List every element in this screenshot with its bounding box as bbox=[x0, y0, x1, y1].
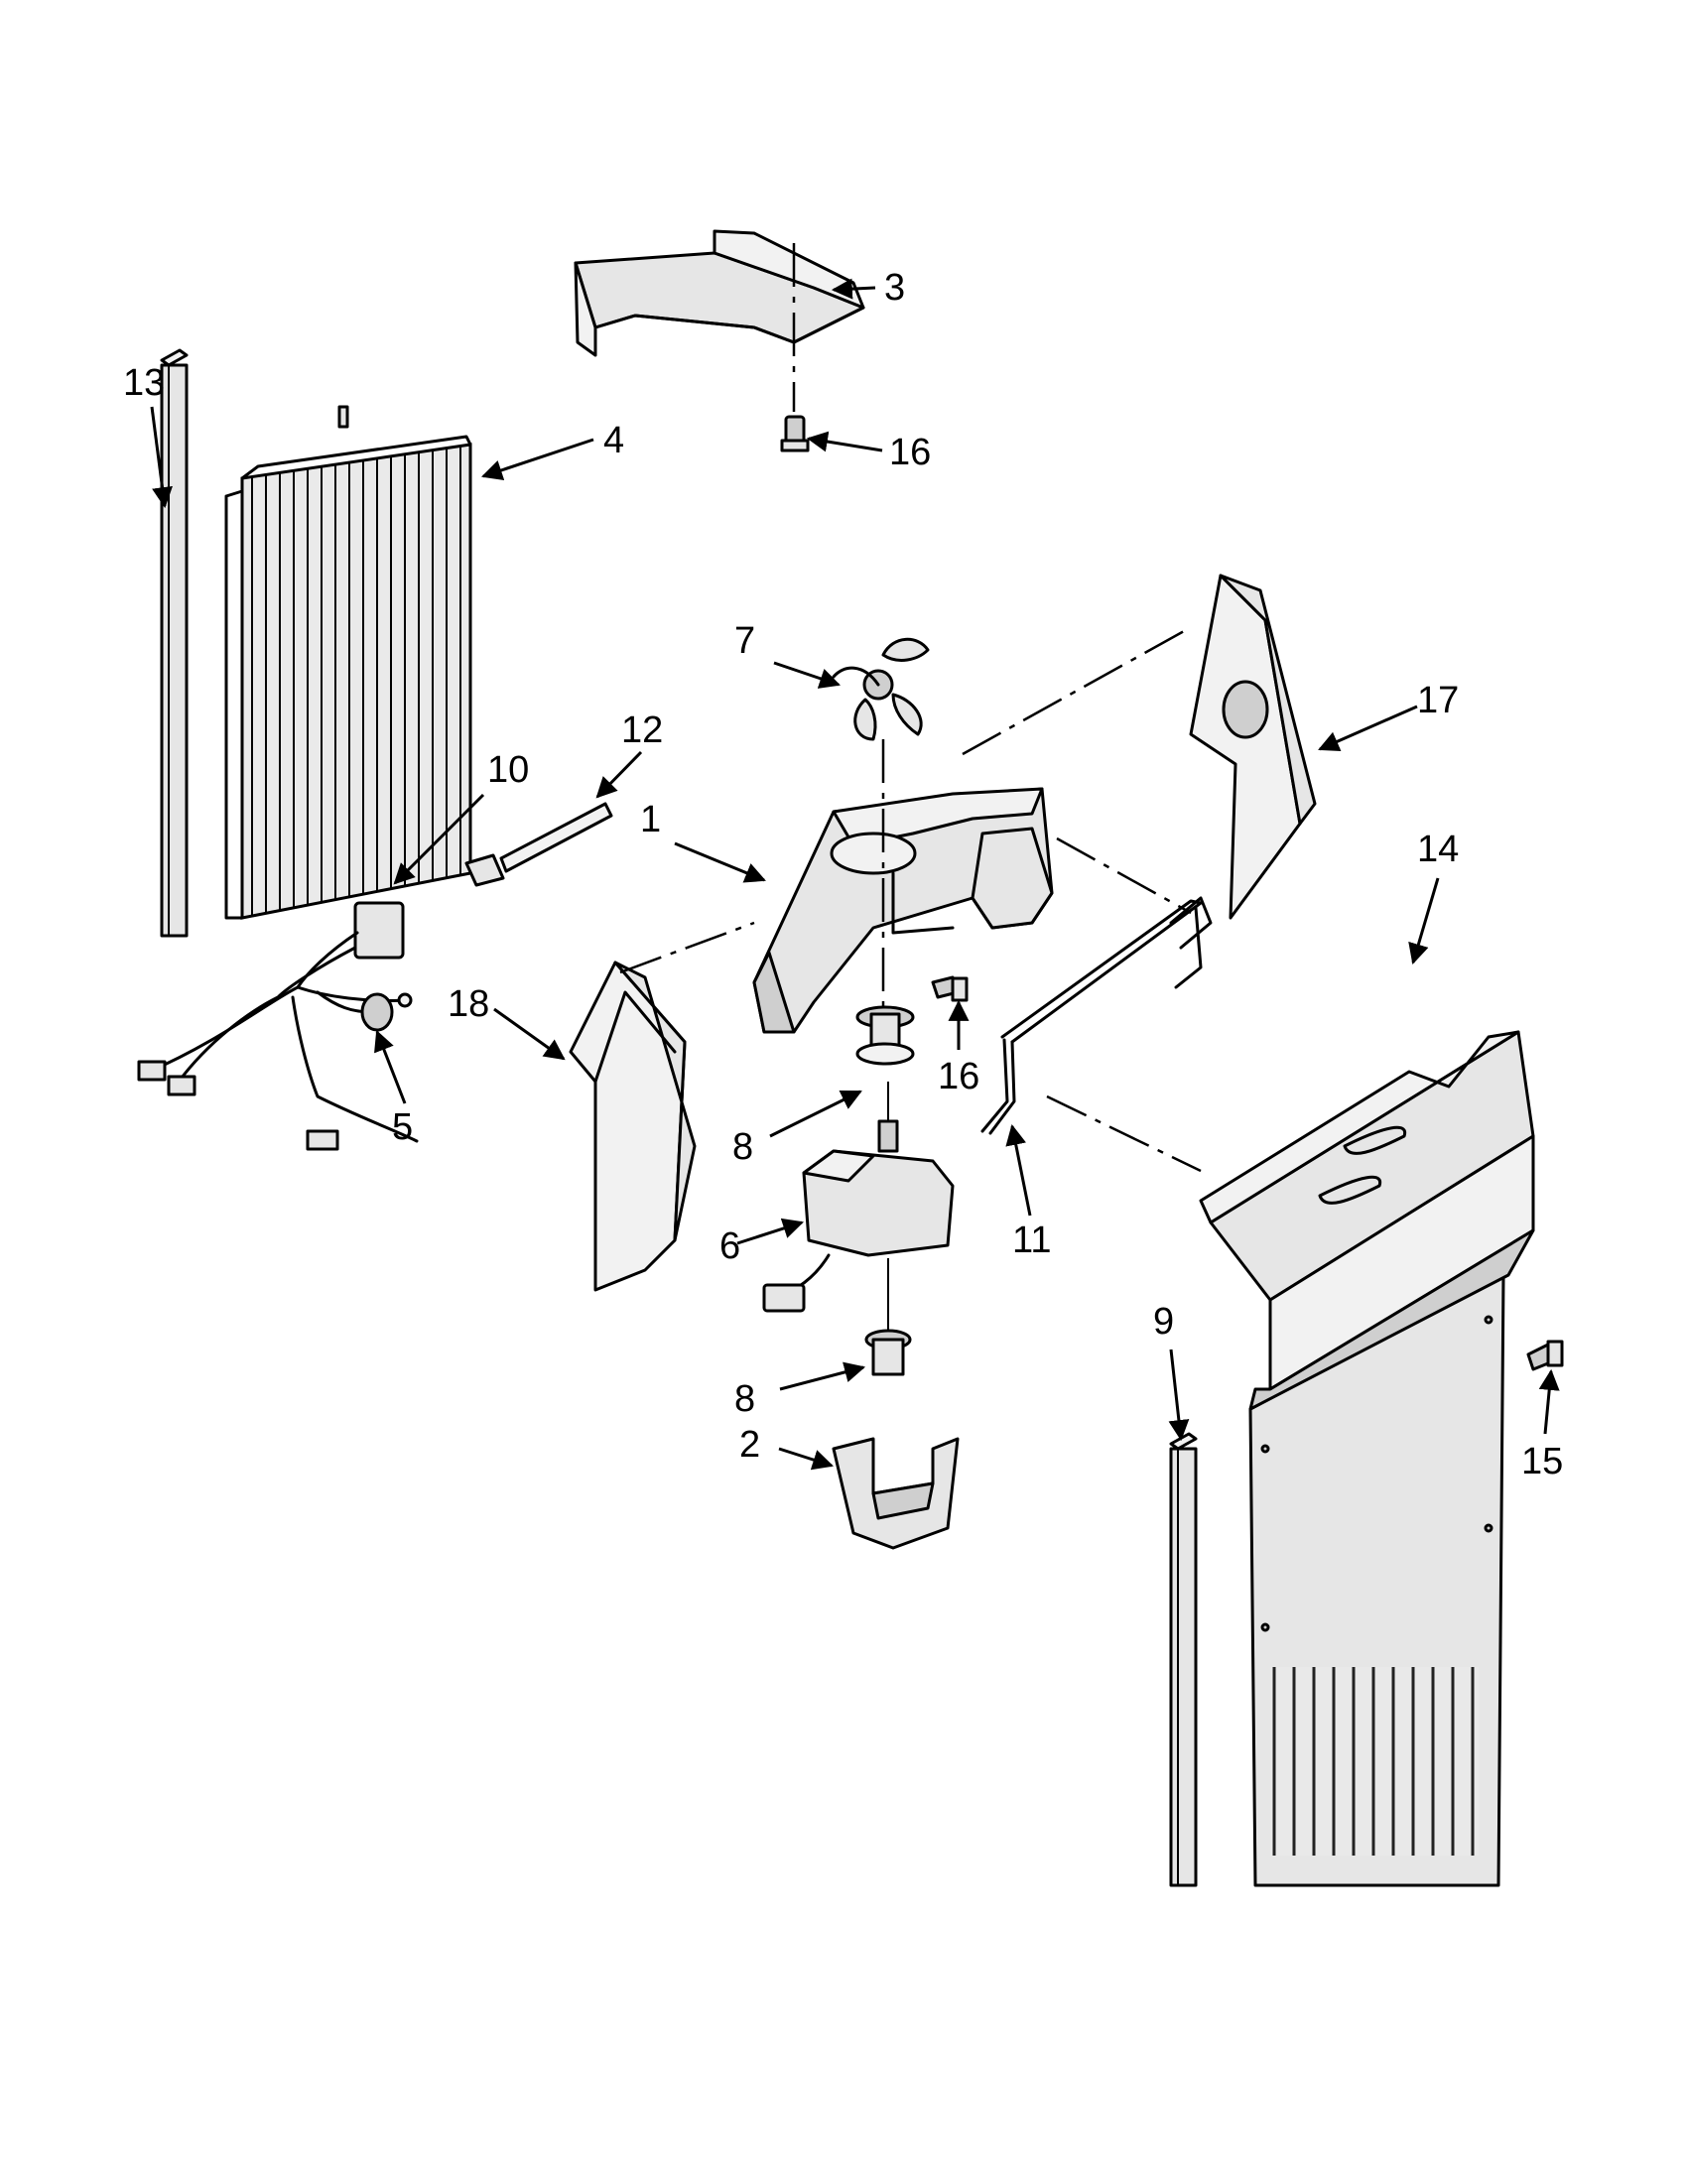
callout-13: 13 bbox=[123, 362, 165, 404]
callout-7: 7 bbox=[734, 620, 755, 662]
fan-housing-part bbox=[752, 787, 1054, 1034]
callout-14: 14 bbox=[1417, 829, 1459, 870]
wire-harness-part bbox=[137, 901, 419, 1151]
fan-blade-part bbox=[832, 637, 930, 741]
callout-3: 3 bbox=[884, 267, 905, 309]
screw-part-middle bbox=[881, 739, 969, 1012]
insulation-panel-right-part bbox=[1189, 574, 1317, 920]
assembly-lines bbox=[619, 628, 1202, 1173]
callout-15: 15 bbox=[1521, 1441, 1563, 1482]
callout-9: 9 bbox=[1153, 1301, 1174, 1343]
callout-16-mid: 16 bbox=[938, 1056, 979, 1097]
callout-18: 18 bbox=[448, 983, 489, 1025]
foam-strip-right-part bbox=[1169, 1432, 1198, 1887]
foam-strip-left-part bbox=[160, 348, 189, 938]
cable-tie-part bbox=[464, 802, 613, 887]
callout-2: 2 bbox=[739, 1424, 760, 1466]
grommet-part-lower bbox=[864, 1258, 912, 1376]
rear-panel-part bbox=[1199, 1030, 1535, 1887]
condenser-coil-part bbox=[224, 405, 472, 920]
grommet-part-upper bbox=[855, 1005, 915, 1066]
callout-12: 12 bbox=[621, 709, 663, 751]
callout-6: 6 bbox=[719, 1225, 740, 1267]
callout-8-lower: 8 bbox=[734, 1378, 755, 1420]
callout-labels: 3 4 16 13 7 17 12 10 1 14 18 5 16 11 8 6… bbox=[123, 267, 1563, 1482]
leader-arrows bbox=[150, 278, 1560, 1471]
callout-4: 4 bbox=[603, 420, 624, 461]
callout-10: 10 bbox=[487, 749, 529, 791]
insulation-panel-left-part bbox=[569, 961, 697, 1292]
wire-bracket-part bbox=[980, 896, 1213, 1135]
callout-8-upper: 8 bbox=[732, 1126, 753, 1168]
motor-bracket-part bbox=[832, 1437, 960, 1550]
callout-5: 5 bbox=[392, 1106, 413, 1148]
callout-17: 17 bbox=[1417, 680, 1459, 721]
callout-11: 11 bbox=[1012, 1220, 1051, 1261]
callout-1: 1 bbox=[640, 799, 661, 840]
callout-16-top: 16 bbox=[889, 432, 931, 473]
fan-motor-part bbox=[762, 1082, 955, 1313]
screw-part-right bbox=[1526, 1340, 1564, 1371]
duct-cover-part bbox=[574, 229, 865, 357]
